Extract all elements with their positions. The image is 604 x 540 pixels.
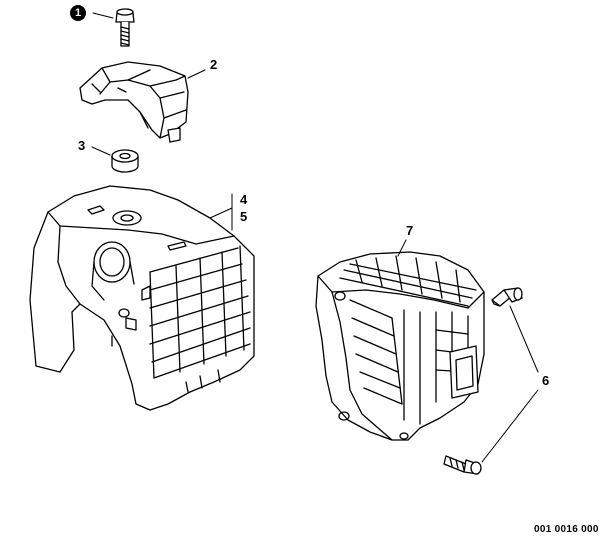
part-6-screw-lower — [443, 455, 482, 475]
part-4-5-shroud — [29, 185, 255, 411]
callout-6-label: 6 — [542, 373, 550, 388]
part-1-screw — [115, 8, 135, 47]
callout-7-label: 7 — [406, 223, 414, 238]
part-2-bracket — [79, 61, 189, 143]
part-6-screw-upper — [491, 287, 523, 307]
leader-lines — [91, 12, 539, 463]
part-7-muffler-cover — [315, 251, 485, 441]
callout-2-label: 2 — [210, 57, 218, 72]
callout-5-label: 5 — [240, 209, 248, 224]
part-3-grommet — [111, 149, 139, 173]
callout-3-label: 3 — [78, 138, 86, 153]
reference-code: 001 0016 000 — [534, 524, 599, 535]
callout-1-badge: 1 — [70, 5, 86, 21]
callout-4-label: 4 — [240, 192, 248, 207]
